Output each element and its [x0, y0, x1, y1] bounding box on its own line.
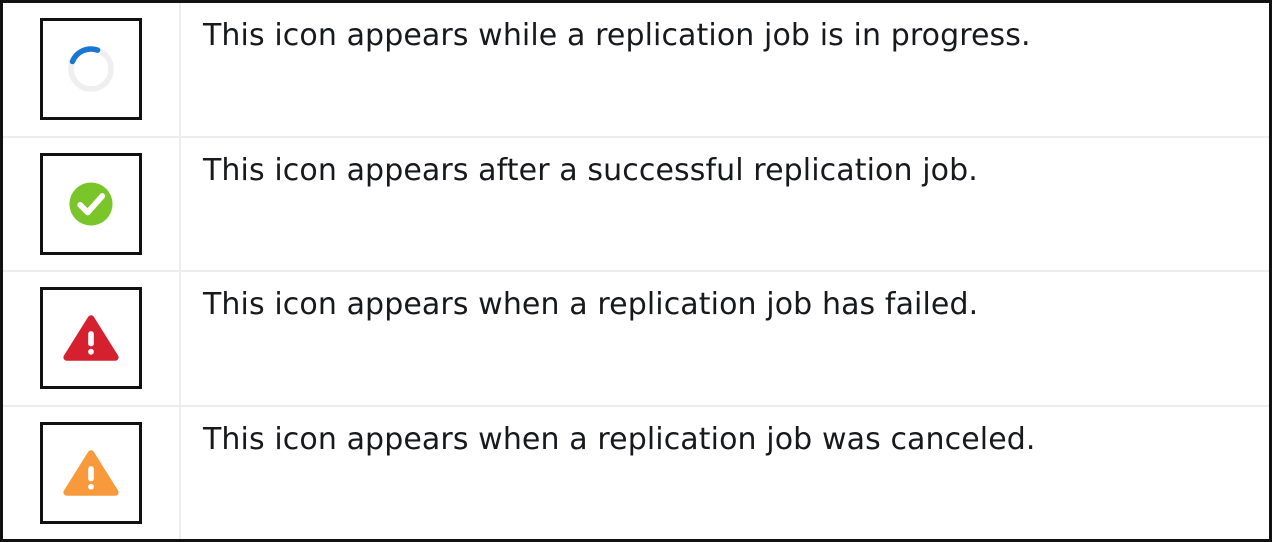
description-text: This icon appears after a successful rep… — [203, 152, 978, 188]
description-cell: This icon appears when a replication job… — [181, 272, 1269, 405]
description-cell: This icon appears when a replication job… — [181, 407, 1269, 540]
icon-cell — [3, 137, 181, 270]
description-text: This icon appears when a replication job… — [203, 287, 979, 322]
description-text: This icon appears when a replication job… — [203, 421, 1036, 457]
table-row: This icon appears when a replication job… — [3, 272, 1269, 407]
icon-frame — [40, 287, 142, 390]
icon-cell — [3, 406, 181, 539]
table-row: This icon appears after a successful rep… — [3, 137, 1269, 272]
description-cell: This icon appears while a replication jo… — [181, 3, 1269, 136]
error-warning-triangle-icon — [63, 315, 119, 362]
icon-frame — [40, 421, 142, 524]
table-row: This icon appears when a replication job… — [3, 406, 1269, 540]
icon-cell — [3, 3, 181, 136]
icon-frame — [40, 152, 142, 255]
success-check-circle-icon — [69, 182, 113, 226]
icon-cell — [3, 272, 181, 405]
description-text: This icon appears while a replication jo… — [203, 18, 1031, 53]
icon-frame — [40, 18, 142, 121]
table-row: This icon appears while a replication jo… — [3, 3, 1269, 138]
canceled-warning-triangle-icon — [63, 449, 119, 496]
spinner-in-progress-icon — [68, 46, 114, 92]
description-cell: This icon appears after a successful rep… — [181, 138, 1269, 271]
